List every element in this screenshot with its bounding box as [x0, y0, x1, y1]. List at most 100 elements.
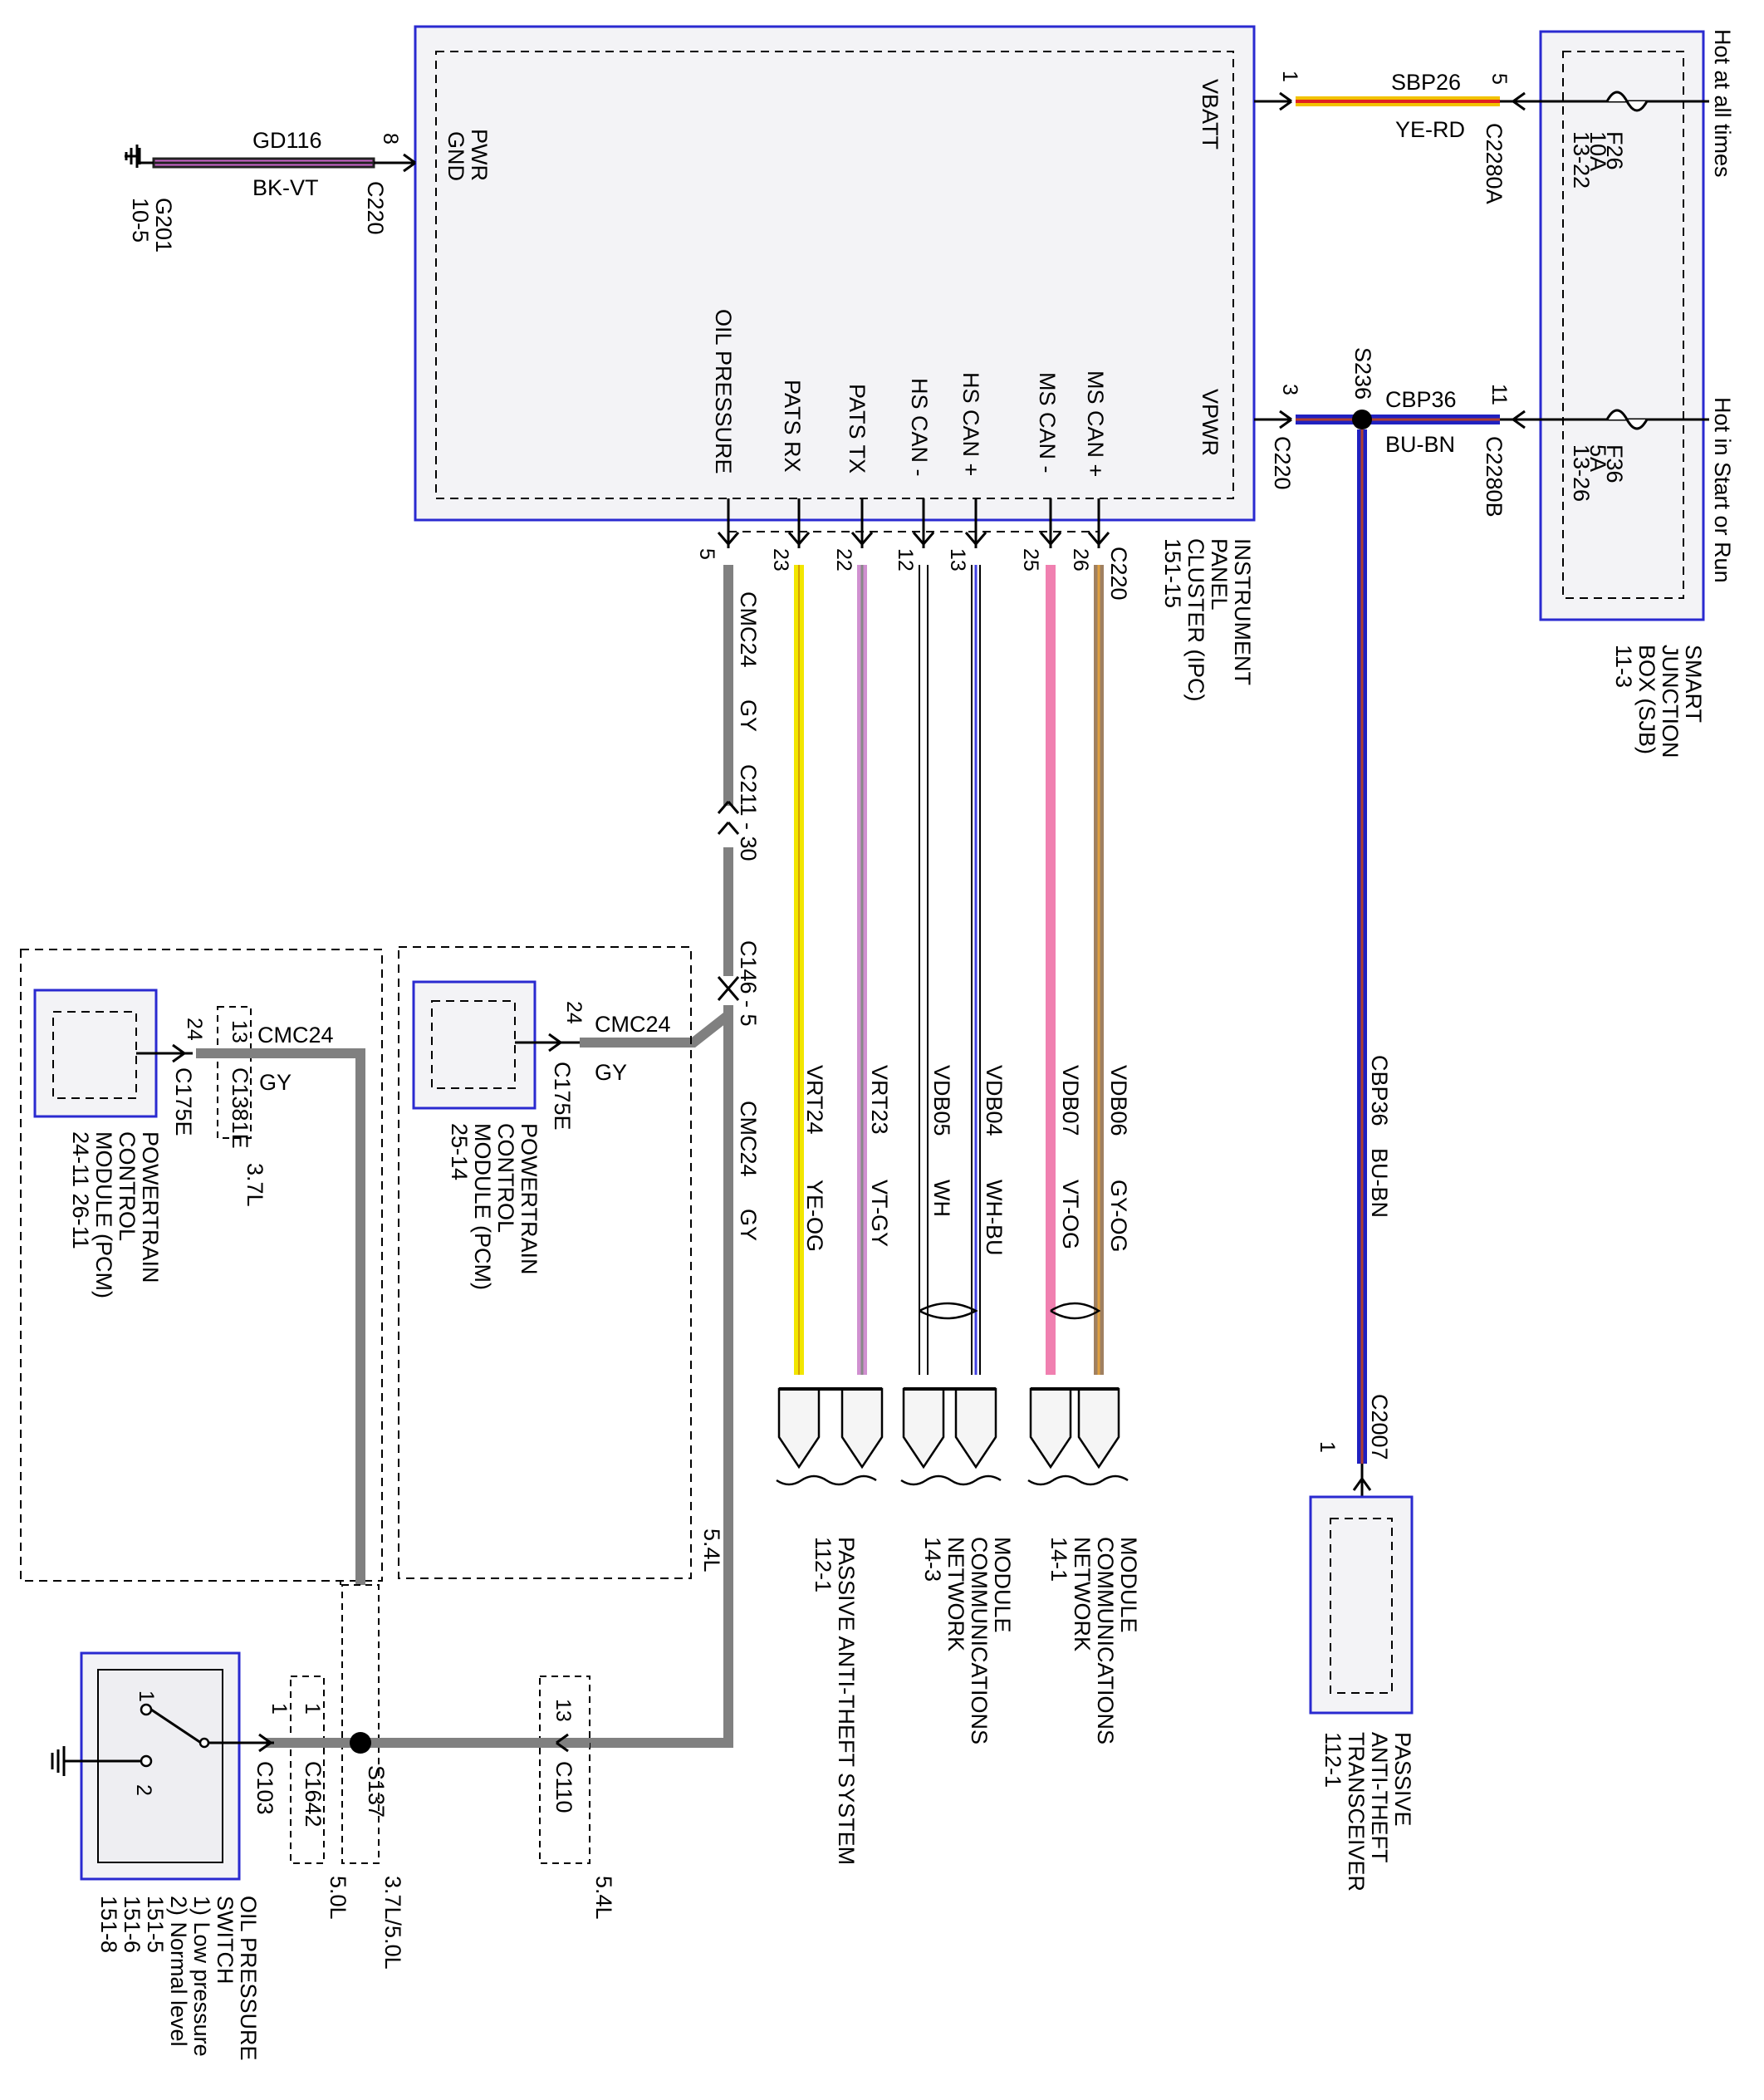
pcm-mid-color: GY	[595, 1060, 627, 1085]
oil-switch-name-line1: OIL PRESSURE	[236, 1896, 261, 2061]
ipc-pin-pats-tx: PATS TX	[845, 384, 870, 473]
pcm-mid-name-line3: MODULE (PCM)	[470, 1123, 495, 1290]
pcm-mid-conn: C175E	[550, 1062, 575, 1131]
pats-system-ref: 112-1	[811, 1537, 835, 1592]
c211-label: C211 - 30	[736, 764, 761, 861]
pin-oil: 5	[695, 548, 718, 560]
pcm-left-circuit: CMC24	[257, 1023, 334, 1048]
sbp26-color: YE-RD	[1395, 117, 1465, 142]
sbp26-circuit: SBP26	[1391, 70, 1461, 95]
pin-ms-can-minus: 25	[1019, 548, 1042, 572]
oil-switch-state1: 1) Low pressure	[189, 1896, 214, 2057]
s137-label: S137	[364, 1765, 389, 1818]
ipc-module[interactable]	[414, 25, 1256, 522]
oil-wire-labels: CMC24 GY C211 - 30 C146 - 5 CMC24 GY	[736, 591, 761, 1241]
oil-pressure-switch[interactable]	[51, 1651, 249, 1881]
vpwr-pin: 3	[1278, 384, 1301, 395]
gd116-color: BK-VT	[252, 175, 319, 200]
vbatt-pin: 1	[1278, 71, 1301, 82]
ipc-pin-hs-can-minus: HS CAN -	[907, 378, 932, 477]
sjb-conn-b-pin: 11	[1487, 384, 1511, 405]
pcm-mid-variant: 5.4L	[699, 1528, 724, 1573]
cbp36-wire: CBP36 BU-BN S236 3 C220	[1254, 347, 1528, 490]
mcn-hs-ref: 14-3	[920, 1537, 945, 1582]
pin-hs-can-plus: 13	[946, 548, 969, 572]
oil-switch-state2: 2) Normal level	[166, 1896, 191, 2047]
ipc-pin-vpwr: VPWR	[1198, 389, 1223, 456]
vdb05-circuit: VDB05	[929, 1065, 954, 1136]
bottom-wire	[249, 1732, 590, 1754]
ipc-pin-oil-pressure: OIL PRESSURE	[711, 309, 736, 474]
ipc-name-line3: CLUSTER (IPC)	[1183, 538, 1208, 702]
vdb04-color: WH-BU	[982, 1180, 1007, 1255]
network-connectors[interactable]	[776, 1387, 1129, 1486]
pcm-left-name-line1: POWERTRAIN	[138, 1131, 163, 1283]
cbp36-down-wire: CBP36 BU-BN C2007 1	[1316, 429, 1392, 1504]
oil-switch-labels: 1 2 1 C103 OIL PRESSURE SWITCH 1) Low pr…	[96, 1690, 291, 2061]
splice-s236	[1352, 410, 1372, 429]
vdb05-color: WH	[929, 1180, 954, 1217]
ipc-name: INSTRUMENT PANEL CLUSTER (IPC) 151-15 C2…	[1106, 538, 1255, 702]
gd116-circuit: GD116	[252, 128, 322, 153]
c110-label: C110	[551, 1761, 576, 1813]
pcm-mid-ref: 25-14	[447, 1123, 472, 1180]
cmc24-lower-circuit: CMC24	[736, 1101, 761, 1177]
vdb06-color: GY-OG	[1106, 1180, 1131, 1253]
splice-s137	[350, 1732, 371, 1754]
pcm-left-name-line3: MODULE (PCM)	[91, 1131, 116, 1298]
ipc-name-line1: INSTRUMENT	[1230, 538, 1255, 685]
pin-pats-tx: 22	[832, 548, 855, 572]
vrt23-circuit: VRT23	[867, 1065, 892, 1135]
sjb-conn-a-name: C2280A	[1482, 123, 1507, 204]
transceiver-ref: 112-1	[1321, 1732, 1345, 1788]
pcm-left-conn: C175E	[171, 1067, 196, 1136]
sbp26-wire: SBP26 YE-RD 1	[1254, 70, 1528, 142]
sjb-fuses	[1528, 91, 1709, 430]
bottom-labels: 1 C1642 5.0L S137 3.7L/5.0L 13 C110 5.4L	[301, 1699, 616, 1970]
vdb06-circuit: VDB06	[1106, 1065, 1131, 1136]
gd116-pin: 8	[379, 133, 402, 145]
fuse-f26-amps: 10A	[1585, 131, 1610, 171]
cbp36-color: BU-BN	[1385, 432, 1455, 457]
pcm-mid-name-line1: POWERTRAIN	[517, 1123, 541, 1275]
pcm-left-inline-pin: 13	[228, 1020, 251, 1043]
vrt23-color: VT-GY	[867, 1180, 892, 1247]
c110-variant: 5.4L	[591, 1876, 616, 1920]
pcm-mid-region	[398, 946, 692, 1579]
oil-switch-ref1: 151-5	[143, 1896, 168, 1953]
ipc-pin-pats-rx: PATS RX	[780, 380, 805, 473]
pcm-left-wire	[136, 1043, 365, 1743]
vdb07-color: VT-OG	[1058, 1180, 1083, 1249]
ground-circuit: GD116 BK-VT 8 C220 G201 10-5	[125, 128, 416, 253]
oil-switch-pin: 1	[267, 1703, 291, 1715]
pcm-mid-module[interactable]	[412, 980, 537, 1110]
ipc-pin-ms-can-plus: MS CAN +	[1083, 370, 1108, 477]
oil-pressure-wire	[580, 565, 740, 1748]
transceiver-name-line2: ANTI-THEFT	[1367, 1732, 1392, 1862]
c1642-label: C1642	[301, 1761, 326, 1828]
oil-switch-ref3: 151-8	[96, 1896, 121, 1953]
fuse-f26-id: F26	[1602, 131, 1627, 170]
cbp36-down-circuit: CBP36	[1367, 1055, 1392, 1126]
ipc-pin-hs-can-plus: HS CAN +	[958, 372, 983, 476]
ipc-pin-pwr-gnd-2: GND	[443, 131, 468, 181]
c2007-label: C2007	[1367, 1394, 1392, 1460]
pcm-left-variant: 3.7L	[243, 1163, 267, 1207]
pcm-left-inline-conn: C1381E	[228, 1067, 252, 1149]
fuse-f36-id: F36	[1602, 444, 1627, 483]
vpwr-ipc-conn: C220	[1270, 436, 1295, 490]
mcn-ms-line1: MODULE	[1116, 1537, 1141, 1633]
pin-ms-can-plus: 26	[1069, 548, 1092, 572]
sjb-module[interactable]	[1539, 30, 1705, 621]
bottom-connectors	[290, 1581, 590, 1864]
c146-label: C146 - 5	[736, 940, 761, 1027]
ground-ref: 10-5	[128, 198, 153, 243]
fuse-f26-ref: 13-22	[1569, 131, 1594, 189]
pats-transceiver-module[interactable]	[1309, 1495, 1414, 1715]
pcm-left-connector-c1381e	[217, 1006, 252, 1139]
pcm-left-name-line2: CONTROL	[115, 1131, 140, 1241]
cmc24-lower-color: GY	[736, 1209, 761, 1241]
sjb-hot-at-all-times: Hot at all times	[1710, 29, 1735, 178]
sjb-name-line3: BOX (SJB)	[1634, 645, 1659, 754]
sjb-hot-in-start-run: Hot in Start or Run	[1710, 397, 1735, 583]
